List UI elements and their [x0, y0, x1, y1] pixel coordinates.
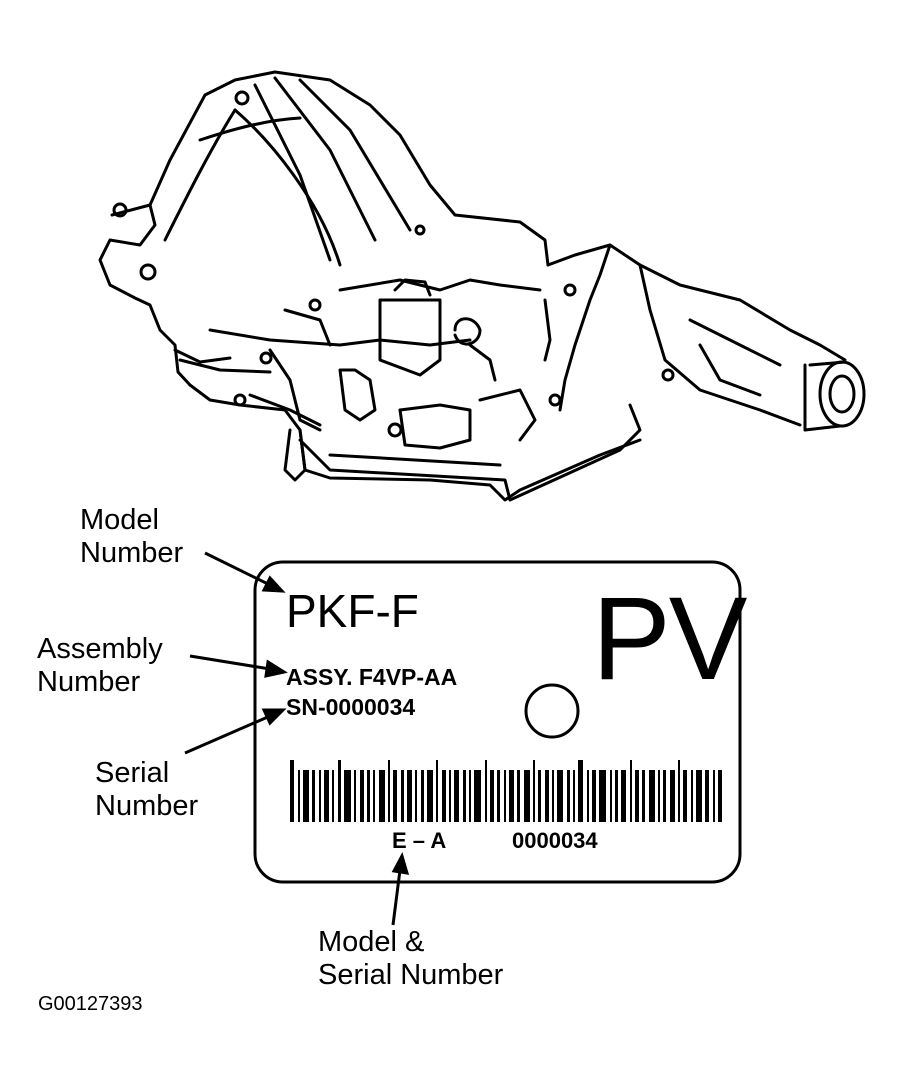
- barcode-bar: [354, 770, 356, 822]
- barcode-bar: [360, 770, 364, 822]
- barcode-bar: [344, 770, 351, 822]
- callout-model-number: Model Number: [80, 504, 183, 570]
- leader-arrows: [184, 551, 410, 926]
- barcode-bar: [509, 770, 514, 822]
- barcode-bar: [367, 770, 370, 822]
- callout-assembly-number-line2: Number: [37, 666, 141, 698]
- barcode-bar: [635, 770, 639, 822]
- barcode-bar: [407, 770, 412, 822]
- barcode-bar: [427, 770, 433, 822]
- barcode: [290, 760, 722, 822]
- arrow-serial-number: [184, 714, 271, 755]
- plate-big-code: PV: [592, 573, 747, 705]
- barcode-bar: [497, 770, 500, 822]
- plate-model-code: PKF-F: [286, 585, 419, 637]
- barcode-bar: [421, 770, 424, 822]
- barcode-bar: [691, 770, 693, 822]
- barcode-bar: [587, 770, 589, 822]
- barcode-bar: [557, 770, 563, 822]
- barcode-bar: [713, 770, 715, 822]
- barcode-bar: [696, 770, 702, 822]
- barcode-bar: [615, 770, 618, 822]
- callout-model-serial-number-line1: Model &: [318, 926, 425, 958]
- callout-serial-number-line2: Number: [95, 790, 199, 822]
- callout-model-serial-number-line2: Serial Number: [318, 959, 504, 991]
- barcode-bar: [533, 760, 535, 822]
- figure-id: G00127393: [38, 993, 143, 1015]
- barcode-bar: [592, 770, 596, 822]
- barcode-bar: [298, 770, 300, 822]
- callout-serial-number: Serial Number: [95, 757, 198, 823]
- arrow-assembly-number-head: [264, 659, 288, 678]
- barcode-bar: [485, 760, 487, 822]
- barcode-bar: [436, 760, 438, 822]
- tag-hole-circle: [524, 683, 580, 739]
- barcode-model-text: E – A: [392, 828, 447, 853]
- arrow-model-serial-number-head: [391, 852, 410, 875]
- barcode-bar: [401, 770, 404, 822]
- barcode-bar: [705, 770, 709, 822]
- barcode-bar: [449, 770, 451, 822]
- callout-assembly-number: Assembly Number: [37, 633, 163, 699]
- barcode-bar: [718, 770, 722, 822]
- barcode-bar: [442, 770, 446, 822]
- barcode-bar: [538, 770, 541, 822]
- callout-model-number-line2: Number: [80, 537, 184, 569]
- barcode-bar: [573, 770, 575, 822]
- barcode-bar: [290, 760, 294, 822]
- barcode-bar: [393, 770, 397, 822]
- barcode-bar: [474, 770, 481, 822]
- barcode-bar: [332, 770, 334, 822]
- barcode-bar: [303, 770, 309, 822]
- barcode-bar: [610, 770, 612, 822]
- barcode-bar: [642, 770, 645, 822]
- barcode-bar: [663, 770, 666, 822]
- barcode-bar: [578, 760, 583, 822]
- barcode-bar: [338, 760, 341, 822]
- barcode-bar: [670, 770, 675, 822]
- barcode-bar: [490, 770, 494, 822]
- barcode-bar: [324, 770, 329, 822]
- arrow-serial-number-head: [261, 708, 287, 726]
- barcode-bar: [524, 770, 530, 822]
- barcode-bar: [683, 770, 687, 822]
- arrow-model-number-head: [261, 575, 286, 593]
- barcode-bar: [621, 770, 626, 822]
- arrow-model-serial-number: [391, 869, 402, 926]
- callout-assembly-number-line1: Assembly: [37, 633, 163, 665]
- arrow-model-number: [204, 551, 271, 587]
- barcode-bar: [630, 760, 632, 822]
- barcode-bar: [552, 770, 554, 822]
- arrow-assembly-number: [189, 654, 271, 671]
- barcode-bar: [567, 770, 570, 822]
- callout-serial-number-line1: Serial: [95, 757, 170, 789]
- barcode-bar: [388, 760, 390, 822]
- barcode-bar: [504, 770, 506, 822]
- plate-serial-number: SN-0000034: [286, 694, 416, 720]
- barcode-serial-text: 0000034: [512, 828, 598, 853]
- barcode-bar: [463, 770, 466, 822]
- barcode-bar: [469, 770, 471, 822]
- barcode-bar: [599, 770, 606, 822]
- barcode-bar: [545, 770, 549, 822]
- barcode-bar: [517, 770, 520, 822]
- plate-assembly-number: ASSY. F4VP-AA: [286, 664, 458, 690]
- barcode-bar: [379, 770, 385, 822]
- barcode-bar: [319, 770, 321, 822]
- barcode-bar: [454, 770, 459, 822]
- barcode-bar: [312, 770, 315, 822]
- barcode-bar: [415, 770, 417, 822]
- barcode-bar: [373, 770, 375, 822]
- barcode-bar: [649, 770, 655, 822]
- callout-model-serial-number: Model & Serial Number: [318, 926, 503, 992]
- barcode-bar: [658, 770, 660, 822]
- barcode-bar: [678, 760, 680, 822]
- callout-model-number-line1: Model: [80, 504, 159, 536]
